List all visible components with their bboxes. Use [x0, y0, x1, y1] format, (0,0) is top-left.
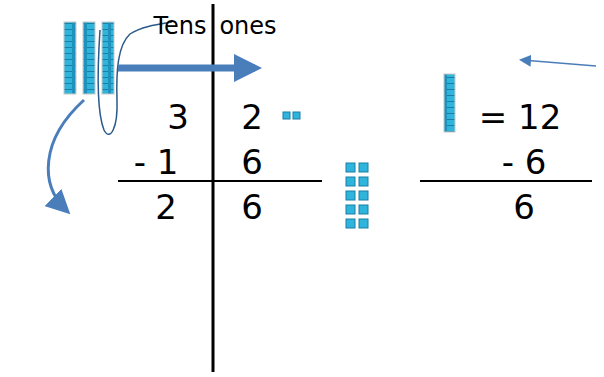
regroup-arrow: [118, 65, 255, 72]
digit: 2: [241, 100, 263, 134]
column-heading: ones: [219, 14, 276, 38]
pointer-arrow: [522, 60, 596, 66]
tens-rods: [64, 22, 114, 94]
regroup-loop: [98, 22, 172, 134]
column-heading: Tens: [153, 14, 206, 38]
column-divider: [212, 4, 215, 372]
tens-rod: [444, 74, 455, 132]
digit: 6: [513, 190, 535, 224]
digit: - 1: [134, 145, 179, 179]
ones-cubes: [283, 112, 300, 119]
sum-line: [118, 180, 322, 182]
ones-cubes: [346, 163, 368, 228]
digit: - 6: [502, 145, 547, 179]
digit: 6: [241, 145, 263, 179]
regrouped-number: = 12: [479, 100, 562, 134]
digit: 3: [167, 100, 189, 134]
curved-arrow: [48, 100, 84, 210]
sum-line: [420, 180, 592, 182]
digit: 6: [241, 190, 263, 224]
digit: 2: [155, 190, 177, 224]
